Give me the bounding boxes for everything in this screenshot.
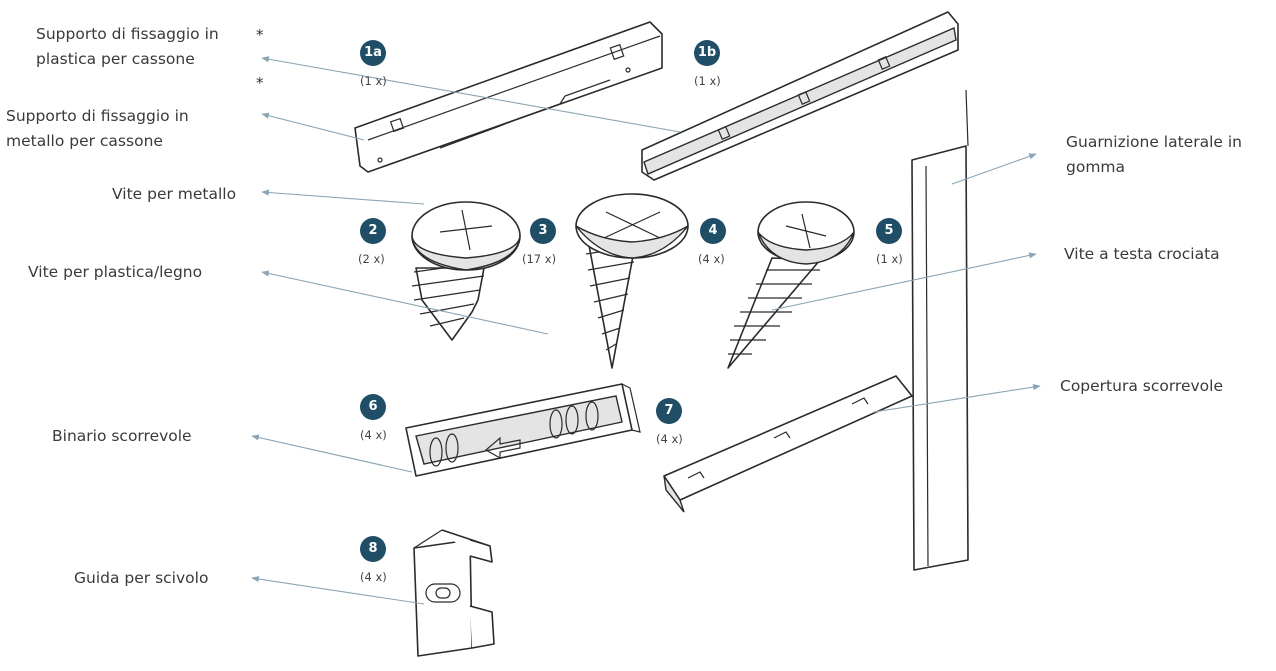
label-metal-bracket-line2: metallo per cassone [6, 132, 163, 150]
quantity-2: (2 x) [358, 252, 385, 266]
badge-1b: 1b [694, 40, 720, 66]
label-plastic-bracket: Supporto di fissaggio in plastica per ca… [36, 22, 219, 72]
quantity-1b: (1 x) [694, 74, 721, 88]
quantity-5: (1 x) [876, 252, 903, 266]
leader-sliding-rail [251, 434, 413, 473]
quantity-6: (4 x) [360, 428, 387, 442]
leader-plastic-wood-screw [261, 270, 549, 335]
leader-metal-screw [261, 189, 425, 205]
leader-slide-guide [251, 575, 425, 605]
leader-plastic-bracket [261, 56, 681, 133]
label-metal-bracket-line1: Supporto di fissaggio in [6, 107, 189, 125]
label-metal-bracket: Supporto di fissaggio in metallo per cas… [6, 104, 189, 154]
asterisk-1a: * [256, 26, 264, 44]
label-plastic-wood-screw: Vite per plastica/legno [28, 263, 203, 281]
badge-5: 5 [876, 218, 902, 244]
label-phillips-screw: Vite a testa crociata [1064, 245, 1220, 263]
badge-7: 7 [656, 398, 682, 424]
label-plastic-bracket-line1: Supporto di fissaggio in [36, 25, 219, 43]
label-plastic-bracket-line2: plastica per cassone [36, 50, 195, 68]
leader-metal-bracket [261, 112, 365, 141]
badge-8: 8 [360, 536, 386, 562]
part-8-drawing [413, 529, 495, 657]
leader-rubber-gasket [951, 153, 1037, 185]
label-rubber-gasket-line2: gomma [1066, 158, 1126, 176]
part-6-drawing [405, 383, 641, 477]
badge-6: 6 [360, 394, 386, 420]
badge-3: 3 [530, 218, 556, 244]
part-4-drawing [727, 201, 855, 369]
label-slide-guide: Guida per scivolo [74, 569, 209, 587]
part-7-drawing [663, 375, 913, 513]
leader-sliding-cover [873, 384, 1041, 413]
badge-4: 4 [700, 218, 726, 244]
label-rubber-gasket: Guarnizione laterale in gomma [1066, 130, 1242, 180]
label-metal-screw: Vite per metallo [112, 185, 237, 203]
label-rubber-gasket-line1: Guarnizione laterale in [1066, 133, 1242, 151]
quantity-1a: (1 x) [360, 74, 387, 88]
badge-2: 2 [360, 218, 386, 244]
quantity-3: (17 x) [522, 252, 557, 266]
part-3-drawing [575, 193, 689, 369]
part-1b-drawing [641, 11, 959, 181]
part-1a-drawing [354, 21, 663, 173]
part-5-drawing [911, 89, 969, 571]
quantity-7: (4 x) [656, 432, 683, 446]
leader-lines [251, 56, 1041, 605]
quantity-8: (4 x) [360, 570, 387, 584]
label-sliding-rail: Binario scorrevole [52, 427, 192, 445]
part-2-drawing [411, 201, 521, 341]
quantity-4: (4 x) [698, 252, 725, 266]
leader-phillips-screw [771, 252, 1037, 311]
badge-1a: 1a [360, 40, 386, 66]
asterisk-1b: * [256, 74, 264, 92]
label-sliding-cover: Copertura scorrevole [1060, 377, 1223, 395]
